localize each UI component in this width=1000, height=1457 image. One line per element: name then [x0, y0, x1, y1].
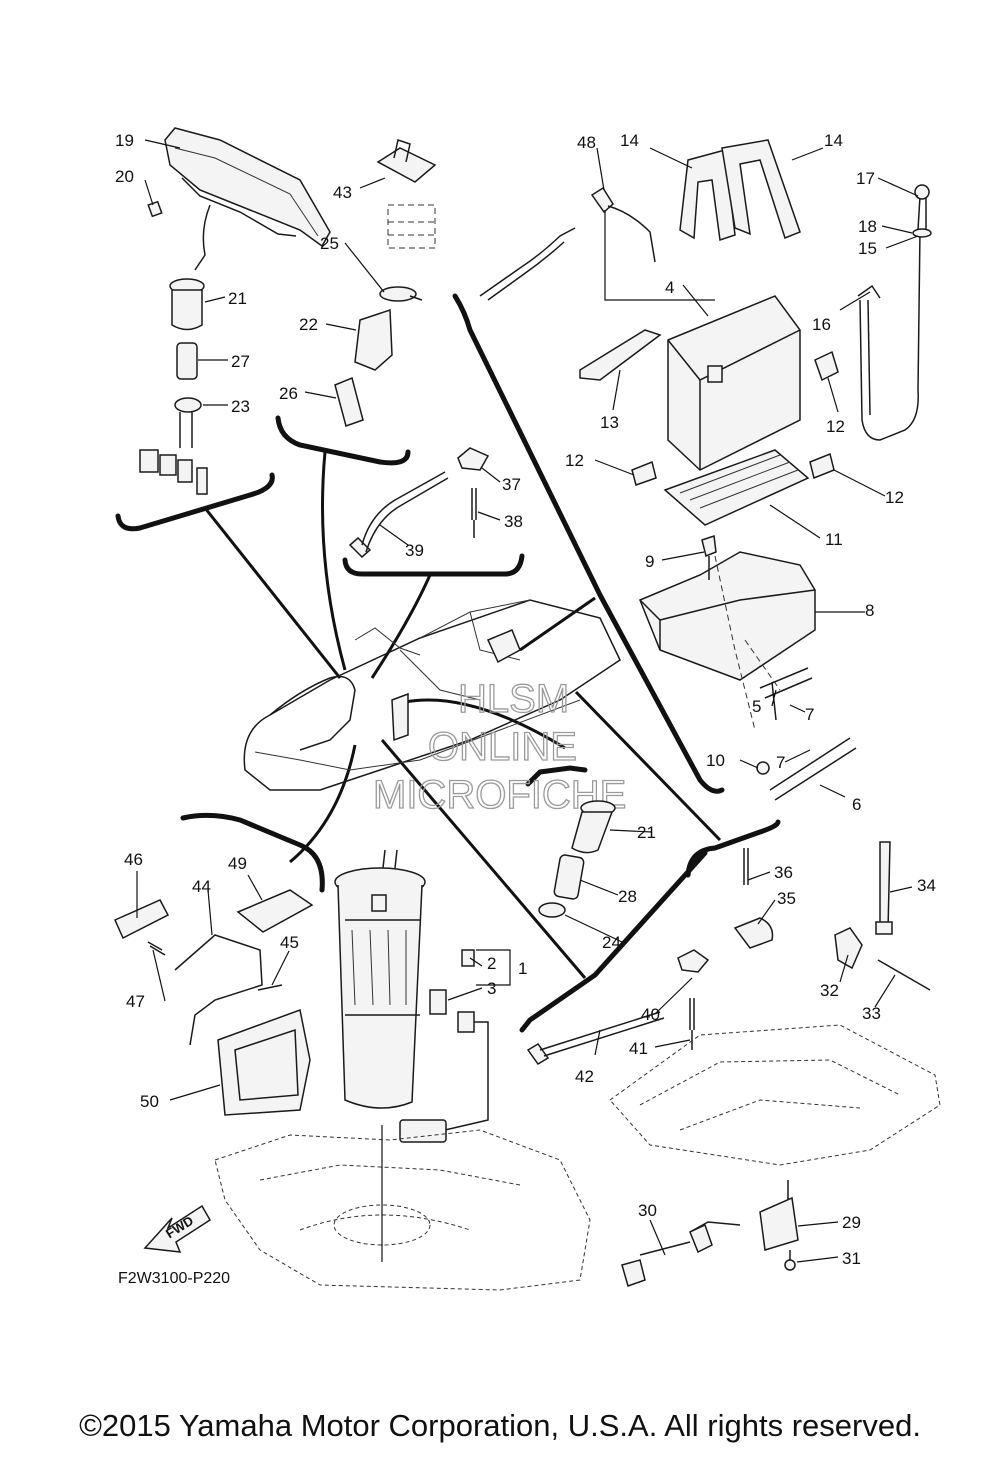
callout-15: 15	[858, 239, 877, 258]
rivet-clip-tie	[526, 949, 710, 1065]
callout-8: 8	[865, 601, 874, 620]
clamp-and-rivet	[348, 447, 490, 559]
callout-28: 28	[618, 887, 637, 906]
callout-21: 21	[228, 289, 247, 308]
callout-42: 42	[575, 1067, 594, 1086]
lower-hull-views	[214, 1024, 941, 1291]
callout-50: 50	[140, 1092, 159, 1111]
callout-17: 17	[856, 169, 875, 188]
vent-assembly	[334, 139, 437, 427]
callout-5: 5	[752, 697, 761, 716]
callout-39: 39	[405, 541, 424, 560]
callout-41: 41	[629, 1039, 648, 1058]
grommet-stack	[139, 278, 208, 495]
callout-31: 31	[842, 1249, 861, 1268]
callout-37: 37	[502, 475, 521, 494]
callout-7: 7	[776, 753, 785, 772]
lower-grommet-stack	[538, 800, 616, 918]
callout-12: 12	[565, 451, 584, 470]
callout-12: 12	[885, 488, 904, 507]
svg-text:ONLINE: ONLINE	[428, 725, 577, 769]
callout-47: 47	[126, 992, 145, 1011]
ecu-bracket-group	[114, 889, 314, 1116]
callout-10: 10	[706, 751, 725, 770]
fwd-marker: FWD	[143, 1204, 212, 1253]
callout-35: 35	[777, 889, 796, 908]
callout-16: 16	[812, 315, 831, 334]
callout-33: 33	[862, 1004, 881, 1023]
callout-46: 46	[124, 850, 143, 869]
callout-24: 24	[602, 933, 621, 952]
group-brackets	[115, 293, 781, 1033]
callout-13: 13	[600, 413, 619, 432]
callout-3: 3	[487, 979, 496, 998]
callout-labels: 1 2 3 4 5 6 7 7 8 9 10 11 12 12 12 13 14…	[115, 131, 936, 1268]
callout-18: 18	[858, 217, 877, 236]
watercraft	[243, 599, 621, 791]
reference-code: F2W3100-P220	[118, 1270, 230, 1287]
callout-26: 26	[279, 384, 298, 403]
copyright-notice: ©2015 Yamaha Motor Corporation, U.S.A. A…	[79, 1408, 921, 1443]
callout-49: 49	[228, 854, 247, 873]
callout-29: 29	[842, 1213, 861, 1232]
watermark: HLSM ONLINE MICROFICHE	[372, 676, 627, 817]
callout-27: 27	[231, 352, 250, 371]
callout-14: 14	[620, 131, 639, 150]
callout-11: 11	[825, 530, 843, 549]
group-arrows	[203, 451, 722, 979]
callout-23: 23	[231, 397, 250, 416]
callout-25: 25	[320, 234, 339, 253]
callout-40: 40	[641, 1005, 660, 1024]
callout-20: 20	[115, 167, 134, 186]
callout-43: 43	[333, 183, 352, 202]
battery-box	[639, 534, 857, 801]
callout-34: 34	[917, 876, 936, 895]
clips-and-ties	[733, 841, 931, 991]
callout-21: 21	[637, 823, 656, 842]
callout-1: 1	[518, 959, 527, 978]
callout-9: 9	[645, 552, 654, 571]
callout-22: 22	[299, 315, 318, 334]
callout-4: 4	[665, 278, 674, 297]
meter-assembly	[147, 127, 331, 271]
callout-6: 6	[852, 795, 861, 814]
callout-12: 12	[826, 417, 845, 436]
exploded-parts-diagram: HLSM ONLINE MICROFICHE	[114, 127, 941, 1291]
leader-lines	[136, 139, 919, 1263]
fuel-pump-assembly	[334, 849, 489, 1143]
sensor-assembly	[621, 1180, 799, 1287]
callout-30: 30	[638, 1201, 657, 1220]
callout-38: 38	[504, 512, 523, 531]
callout-45: 45	[280, 933, 299, 952]
callout-48: 48	[577, 133, 596, 152]
callout-7: 7	[805, 705, 814, 724]
callout-14: 14	[824, 131, 843, 150]
callout-44: 44	[192, 877, 211, 896]
callout-36: 36	[774, 863, 793, 882]
callout-32: 32	[820, 981, 839, 1000]
callout-2: 2	[487, 954, 496, 973]
battery-assembly	[479, 139, 932, 526]
svg-text:HLSM: HLSM	[458, 677, 569, 721]
callout-19: 19	[115, 131, 134, 150]
